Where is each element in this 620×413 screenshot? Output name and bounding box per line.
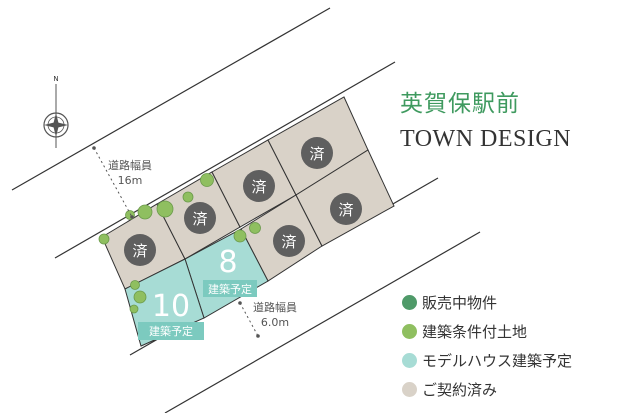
tree-markers xyxy=(98,173,261,314)
sold-badge: 済 xyxy=(330,193,362,225)
tree-icon xyxy=(182,191,194,203)
legend-label: 建築条件付土地 xyxy=(422,323,528,341)
dimension-dot xyxy=(92,146,96,150)
sold-badge: 済 xyxy=(184,202,216,234)
sold-badge: 済 xyxy=(273,225,305,257)
lot-number: 10 xyxy=(152,289,190,324)
legend-item-for-sale: 販売中物件 xyxy=(402,288,612,317)
compass-needle xyxy=(44,122,68,128)
legend-item-sold: ご契約済み xyxy=(402,375,612,404)
sold-badge-circle xyxy=(243,170,275,202)
sold-badge-circle xyxy=(330,193,362,225)
tree-icon xyxy=(249,222,261,234)
lot-note: 建築予定 xyxy=(208,282,252,296)
legend-swatch xyxy=(402,324,417,339)
sold-badges: 済 済 済 済 済 済 xyxy=(124,137,362,266)
lot-number: 8 xyxy=(218,245,237,280)
road-width-caption: 道路幅員 xyxy=(108,159,152,172)
sold-badge-label: 済 xyxy=(132,242,147,260)
road-6m-dimension xyxy=(239,302,259,337)
sold-badge-label: 済 xyxy=(192,210,207,228)
lot-10-label: 10 建築予定 xyxy=(138,289,204,340)
sold-badge-label: 済 xyxy=(309,145,324,163)
north-road-edge-far xyxy=(11,7,331,191)
legend-label: ご契約済み xyxy=(422,381,498,399)
road-dimension-lines xyxy=(93,147,259,337)
sold-badge-circle xyxy=(301,137,333,169)
tree-icon xyxy=(130,280,140,290)
lot-note: 建築予定 xyxy=(149,324,193,338)
north-road-edge-near xyxy=(54,61,396,259)
sold-badge-label: 済 xyxy=(338,201,353,219)
road-width-value: 6.0m xyxy=(260,316,290,329)
road-16m-dimension xyxy=(93,147,133,218)
dimension-dots xyxy=(92,146,260,338)
sold-badge-circle xyxy=(124,234,156,266)
legend-swatch xyxy=(402,295,417,310)
lot-note-box xyxy=(203,280,257,297)
tree-icon xyxy=(133,290,147,304)
sold-badge: 済 xyxy=(243,170,275,202)
sold-badge: 済 xyxy=(124,234,156,266)
road-16m-label: 道路幅員 16m xyxy=(108,158,152,188)
tree-icon xyxy=(137,204,153,220)
tree-icon xyxy=(156,200,174,218)
legend-item-model-house: モデルハウス建築予定 xyxy=(402,346,612,375)
tree-icon xyxy=(233,229,247,243)
legend: 販売中物件 建築条件付土地 モデルハウス建築予定 ご契約済み xyxy=(402,288,612,404)
sold-badge-circle xyxy=(273,225,305,257)
legend-swatch xyxy=(402,382,417,397)
tree-icon xyxy=(200,173,214,187)
legend-swatch xyxy=(402,353,417,368)
tree-icon xyxy=(129,304,139,314)
compass-north-label: N xyxy=(53,75,58,83)
legend-label: 販売中物件 xyxy=(422,294,498,312)
road-width-value: 16m xyxy=(117,174,143,187)
lot-8-label: 8 建築予定 xyxy=(203,245,257,297)
lot-note-box xyxy=(138,322,204,340)
sold-badge-label: 済 xyxy=(251,178,266,196)
road-width-caption: 道路幅員 xyxy=(253,301,297,314)
sold-badge: 済 xyxy=(301,137,333,169)
sold-badge-label: 済 xyxy=(281,233,296,251)
south-road-edge-far xyxy=(164,231,481,413)
dimension-dot xyxy=(130,215,134,219)
compass-icon: N xyxy=(43,75,69,148)
page-subtitle: TOWN DESIGN xyxy=(400,126,572,152)
tree-icon xyxy=(98,233,110,245)
legend-item-conditional-land: 建築条件付土地 xyxy=(402,317,612,346)
sold-badge-circle xyxy=(184,202,216,234)
legend-label: モデルハウス建築予定 xyxy=(422,352,573,370)
page-title: 英賀保駅前 xyxy=(400,91,520,117)
road-6m-label: 道路幅員 6.0m xyxy=(253,300,297,330)
dimension-dot xyxy=(238,301,242,305)
dimension-dot xyxy=(256,334,260,338)
